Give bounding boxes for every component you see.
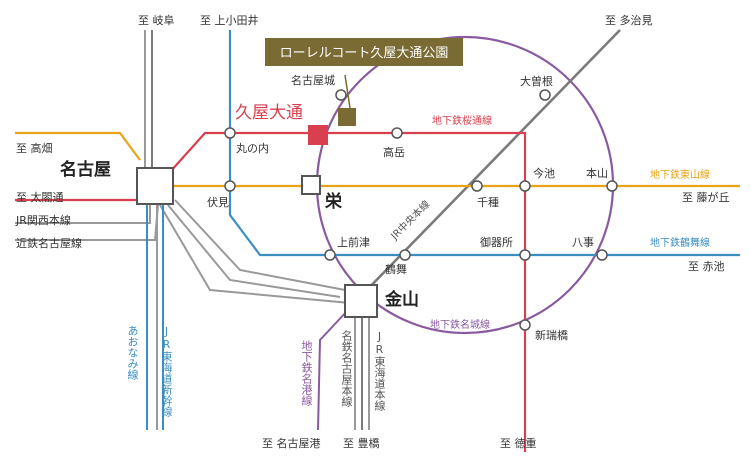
station-label-imaike: 今池	[533, 166, 555, 180]
dest-tajimi: 至 多治見	[605, 13, 653, 27]
station-label-sakae: 栄	[324, 191, 343, 212]
line-label-sakura-dori: 地下鉄桜通線	[432, 114, 492, 127]
station-label-kamimaezu: 上前津	[337, 235, 370, 249]
kanayama-vertical-lines	[317, 309, 370, 431]
station-label-fushimi: 伏見	[207, 195, 229, 209]
sakura-dori-line	[15, 131, 527, 452]
line-label-tsurumai: 地下鉄鶴舞線	[650, 236, 710, 249]
line-label-kintetsu: 近鉄名古屋線	[16, 236, 82, 250]
station-chikusa[interactable]	[471, 180, 483, 192]
station-label-kanayama: 金山	[384, 289, 419, 310]
station-takaoka[interactable]	[391, 127, 403, 139]
jr-kansai-kintetsu-lines	[15, 199, 351, 304]
station-imaike[interactable]	[519, 180, 531, 192]
line-label-aonami: あおなみ線	[126, 325, 138, 380]
sakae-hub[interactable]	[301, 175, 321, 195]
station-label-hisaya-odori: 久屋大通	[235, 103, 303, 123]
station-label-gokiso: 御器所	[480, 235, 513, 249]
station-label-tsurumai: 鶴舞	[385, 262, 407, 276]
station-nagoyajo[interactable]	[335, 89, 347, 101]
station-gokiso[interactable]	[519, 249, 531, 261]
dest-gifu: 至 岐阜	[138, 14, 175, 27]
callout-label: ローレルコート久屋大通公園	[280, 46, 449, 61]
station-label-takaoka: 高岳	[383, 145, 405, 159]
higashiyama-line	[15, 131, 740, 188]
nagoya-hub[interactable]	[136, 167, 174, 205]
line-label-meiko: 地下鉄名港線	[300, 340, 312, 406]
station-label-nagoya: 名古屋	[60, 159, 111, 180]
dest-fujigaoka: 至 藤が丘	[682, 190, 730, 204]
station-label-aratamabashi: 新瑞橋	[535, 328, 568, 342]
tsurumai-line	[228, 187, 740, 257]
dest-toyohashi: 至 豊橋	[343, 436, 380, 450]
station-label-yagoto: 八事	[572, 236, 594, 249]
station-ozone[interactable]	[539, 89, 551, 101]
station-motoyama[interactable]	[606, 180, 618, 192]
dest-nagoyako: 至 名古屋港	[262, 436, 321, 450]
dest-tokushige: 至 徳重	[500, 436, 537, 450]
station-label-motoyama: 本山	[586, 166, 608, 180]
station-kamimaezu[interactable]	[324, 249, 336, 261]
station-label-ozone: 大曽根	[520, 74, 553, 88]
nagoya-vertical-lines	[144, 30, 164, 430]
jr-chuo-line	[359, 29, 621, 298]
line-label-higashiyama: 地下鉄東山線	[650, 168, 710, 181]
station-marunouchi[interactable]	[224, 127, 236, 139]
line-label-jr-kansai: JR関西本線	[15, 213, 71, 227]
station-fushimi[interactable]	[224, 180, 236, 192]
dest-kamiotai: 至 上小田井	[200, 13, 259, 27]
dest-takahata: 至 高畑	[16, 141, 53, 155]
station-aratamabashi[interactable]	[519, 319, 531, 331]
line-label-jr-chuo: JR中央本線	[387, 198, 432, 243]
line-label-meitetsu: 名鉄名古屋本線	[340, 330, 352, 407]
site-marker[interactable]	[338, 108, 356, 126]
station-yagoto[interactable]	[596, 249, 608, 261]
kanayama-hub[interactable]	[344, 284, 378, 318]
callout-box	[265, 38, 463, 66]
station-label-nagoyajo: 名古屋城	[291, 73, 335, 87]
callout-pointer	[344, 74, 351, 109]
dest-akaike: 至 赤池	[688, 260, 725, 273]
station-tsurumai[interactable]	[399, 249, 411, 261]
station-label-chikusa: 千種	[477, 195, 499, 209]
station-label-marunouchi: 丸の内	[236, 141, 269, 155]
dest-taikodori: 至 太閤通	[16, 191, 64, 204]
station-circles	[224, 89, 618, 331]
hisaya-odori-marker[interactable]	[308, 125, 328, 145]
line-label-jr-tokaido: JR東海道本線	[373, 330, 385, 411]
line-label-shinkansen: JR東海道新幹線	[160, 325, 172, 417]
line-label-meijo: 地下鉄名城線	[430, 318, 490, 331]
